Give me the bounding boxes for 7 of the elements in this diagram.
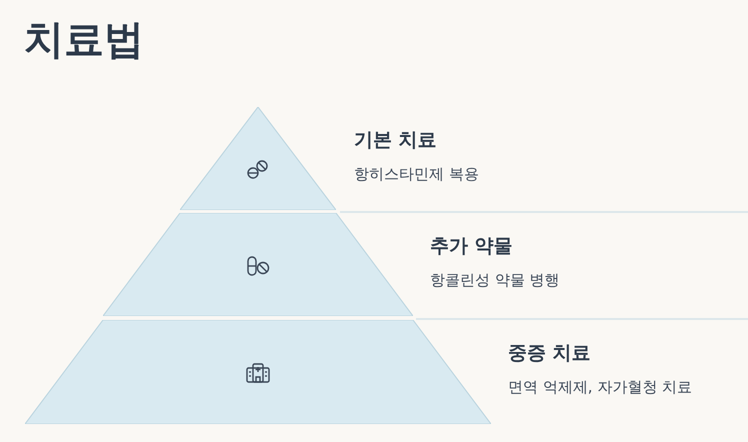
tier-description: 면역 억제제, 자가혈청 치료 [508,378,692,397]
tier-heading: 중증 치료 [508,341,591,366]
tier-heading: 추가 약물 [430,234,513,259]
tier-description: 항히스타민제 복용 [354,165,479,184]
tier-description: 항콜린성 약물 병행 [430,271,560,290]
page-title: 치료법 [24,16,144,65]
tier-heading: 기본 치료 [354,128,437,153]
